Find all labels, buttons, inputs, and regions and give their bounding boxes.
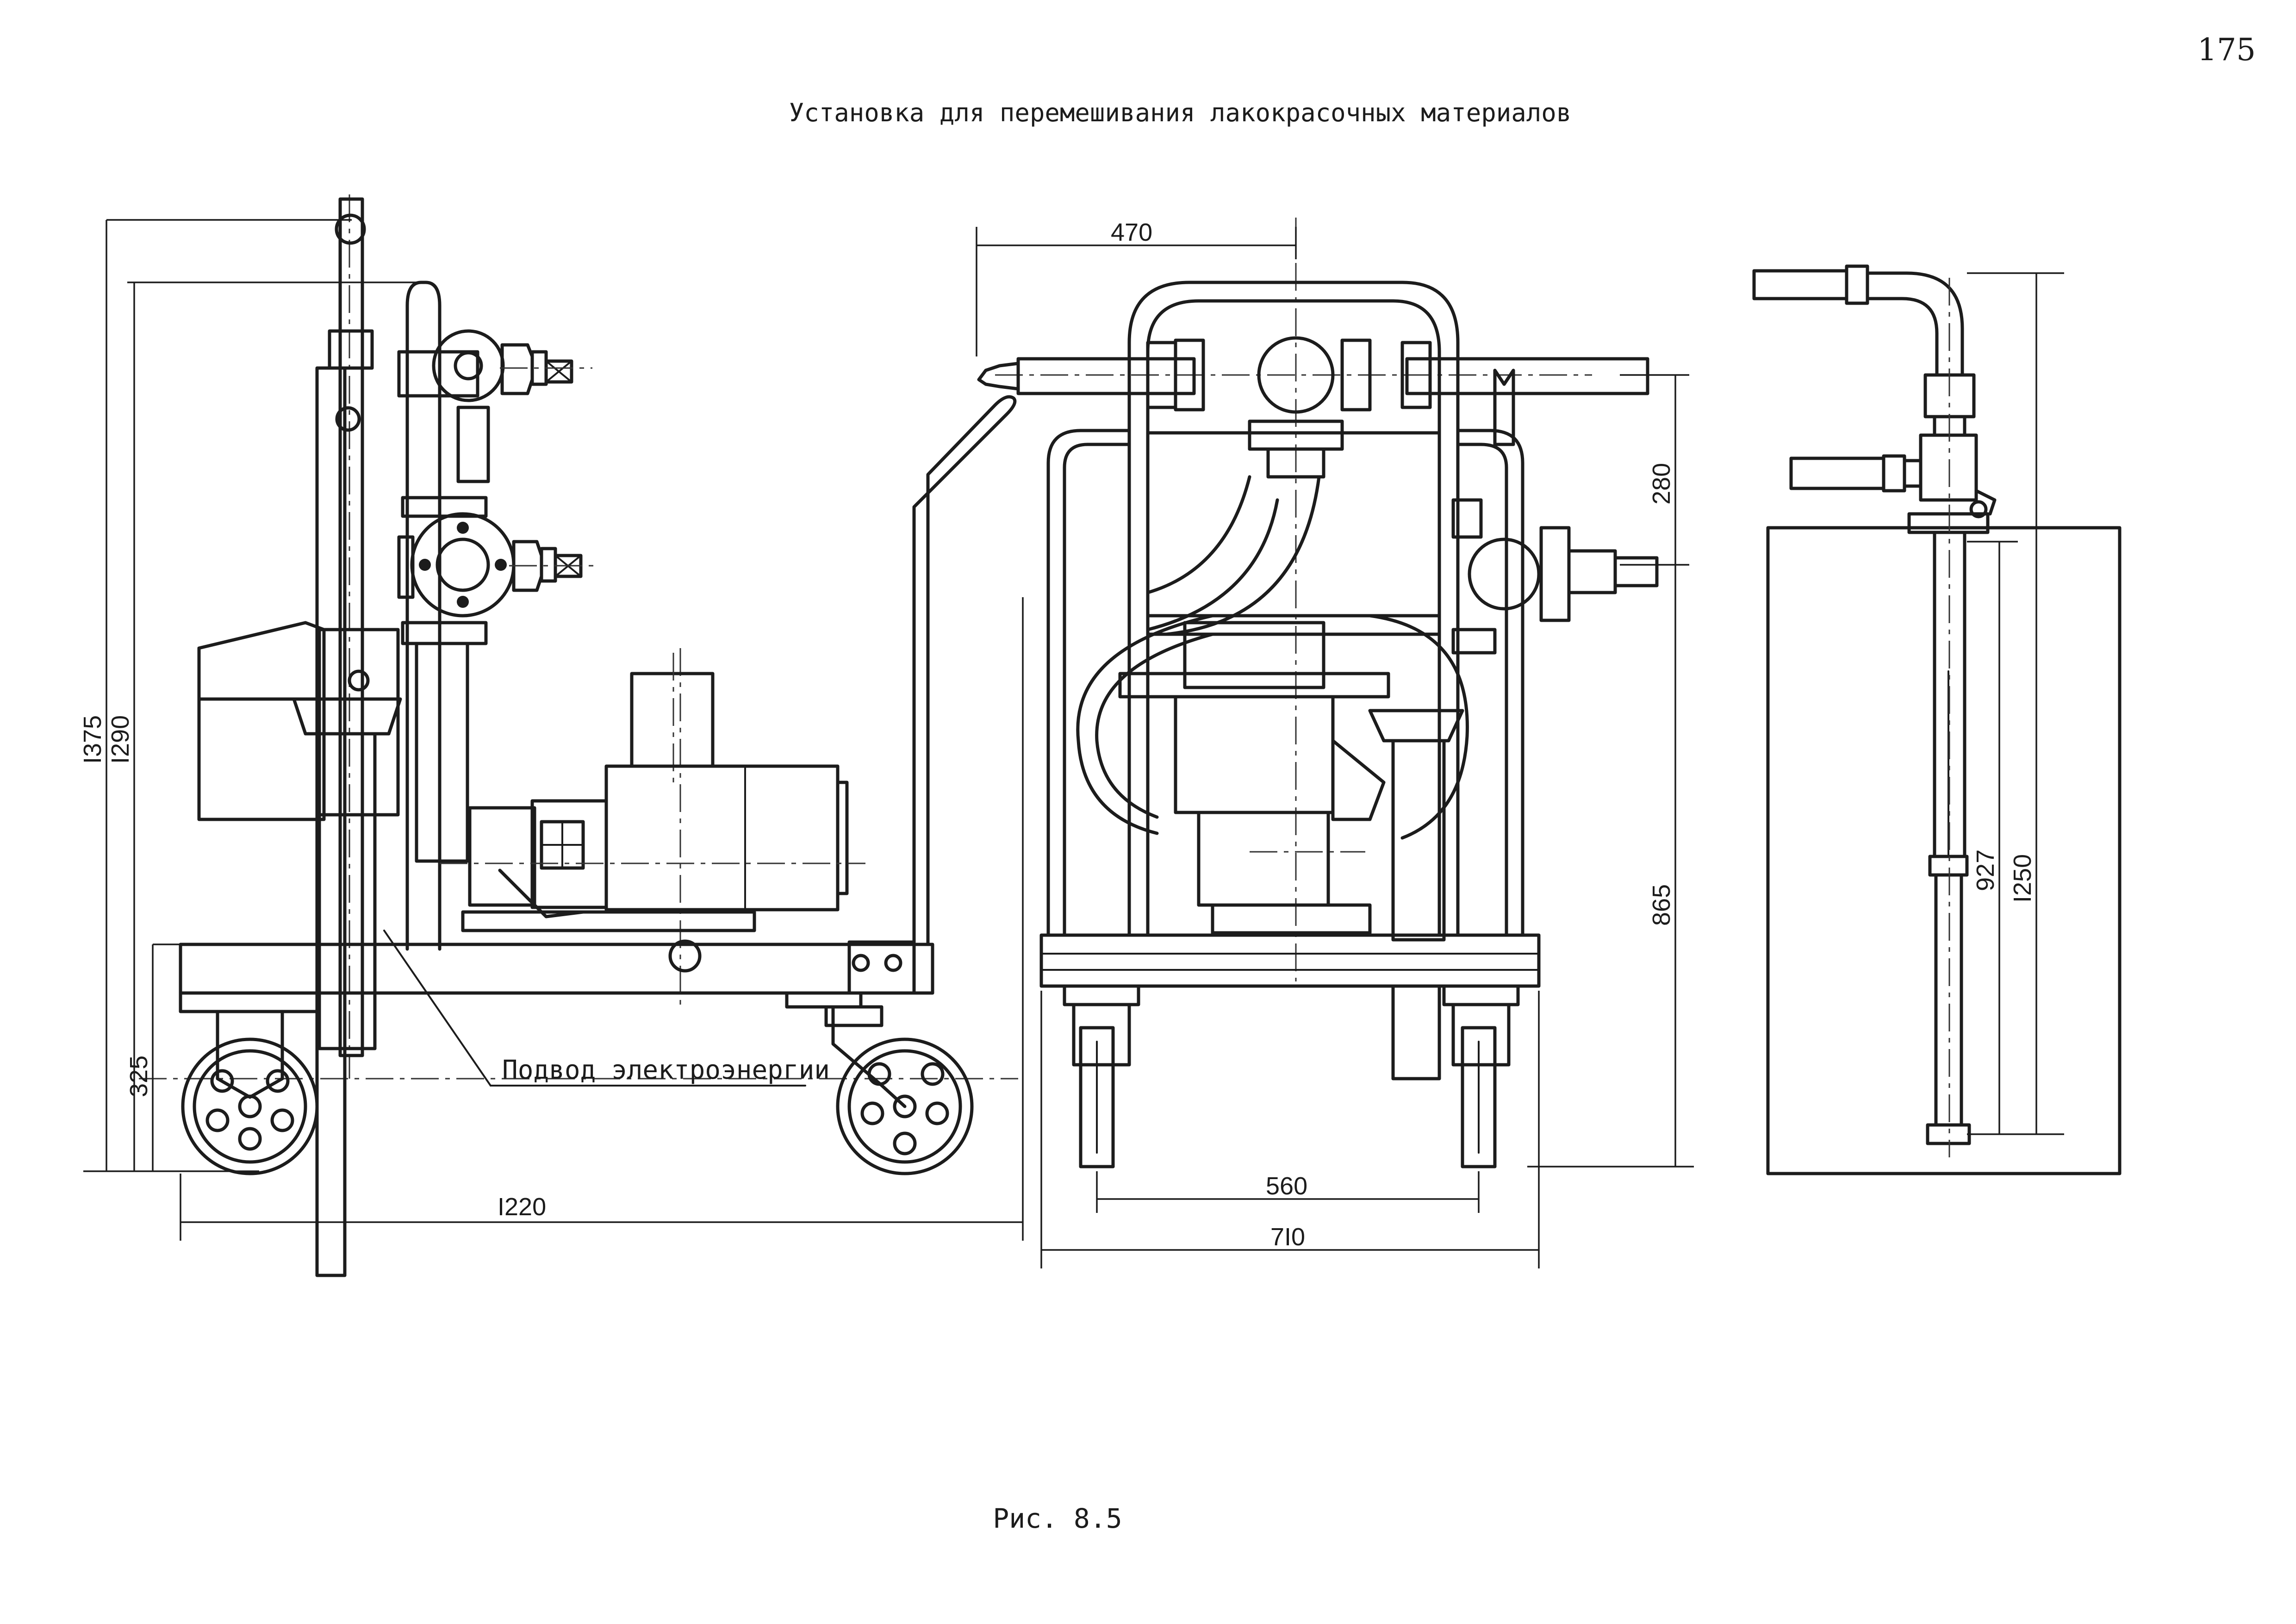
drawing-title: Установка для перемешивания лакокрасочны… [789, 98, 1572, 127]
dim-nozzle-overall: I250 [2009, 854, 2036, 903]
page-number: 175 [2197, 32, 2256, 68]
dim-overall-width: 7I0 [1270, 1223, 1305, 1251]
front-view: 470 280 865 560 7I0 [976, 218, 1694, 1268]
dim-overall-length: I220 [498, 1193, 546, 1221]
dim-frame-height: 325 [125, 1056, 153, 1097]
nozzle-dimensions: 927 I250 [1967, 272, 2064, 1135]
side-view: Подвод электроэнергии I375 I290 325 I220 [79, 194, 1024, 1277]
dim-pump-height: 865 [1648, 884, 1675, 926]
front-dimensions: 470 280 865 560 7I0 [976, 219, 1694, 1268]
dim-overall-height: I375 [79, 715, 106, 764]
dim-wheel-track: 560 [1266, 1172, 1307, 1200]
side-dimensions: I375 I290 325 I220 [79, 219, 1024, 1241]
dim-top-width: 470 [1111, 219, 1152, 246]
power-supply-label: Подвод электроэнергии [502, 1055, 830, 1085]
dim-inlet-spacing: 280 [1648, 463, 1675, 505]
dim-tube-length: 927 [1972, 849, 1999, 891]
nozzle-view: 927 I250 [1752, 264, 2122, 1175]
figure-caption: Рис. 8.5 [993, 1503, 1122, 1534]
dim-top-height: I290 [106, 715, 134, 764]
